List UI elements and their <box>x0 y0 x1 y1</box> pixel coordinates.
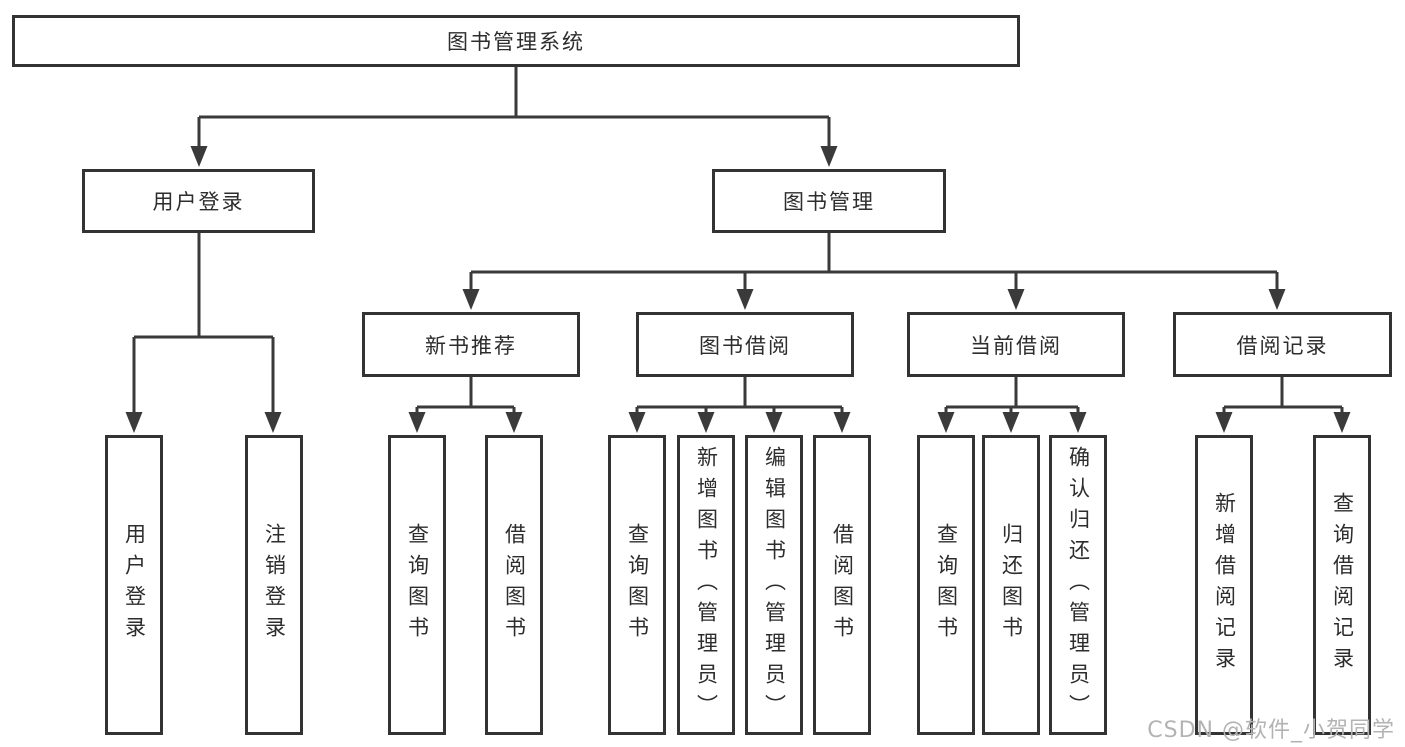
leaf-confirm-return-admin: 确认归还（管理员） <box>1049 435 1107 735</box>
node-label: 编辑图书（管理员） <box>762 445 787 725</box>
leaf-user-login: 用户登录 <box>105 435 163 735</box>
node-new-book-recommendation: 新书推荐 <box>362 312 580 377</box>
arrowhead <box>937 412 955 433</box>
node-book-borrowing: 图书借阅 <box>636 312 854 377</box>
arrowhead <box>697 412 715 433</box>
node-library-management-system: 图书管理系统 <box>12 15 1020 67</box>
arrowhead <box>1069 412 1087 433</box>
leaf-borrowing-borrow-book: 借阅图书 <box>813 435 871 735</box>
node-current-borrowing: 当前借阅 <box>907 312 1125 377</box>
leaf-return-book: 归还图书 <box>982 435 1040 735</box>
arrowhead <box>1268 289 1286 310</box>
arrowhead <box>264 412 282 433</box>
node-label: 查询借阅记录 <box>1330 492 1355 678</box>
node-label: 新书推荐 <box>425 333 517 358</box>
arrowhead <box>765 412 783 433</box>
arrowhead <box>125 412 143 433</box>
leaf-current-query-book: 查询图书 <box>917 435 975 735</box>
leaf-recommend-query-book: 查询图书 <box>388 435 446 735</box>
arrowhead <box>820 146 838 167</box>
connector-borrowing-records <box>1222 377 1344 416</box>
node-label: 确认归还（管理员） <box>1066 445 1091 725</box>
leaf-query-borrow-record: 查询借阅记录 <box>1313 435 1371 735</box>
node-label: 图书管理系统 <box>447 30 585 54</box>
arrowhead <box>628 412 646 433</box>
connector-current-borrowing <box>944 377 1080 416</box>
arrowhead <box>736 289 754 310</box>
connector-book-borrowing <box>635 377 844 416</box>
node-label: 当前借阅 <box>970 333 1062 358</box>
node-book-management: 图书管理 <box>712 169 946 233</box>
arrowhead <box>1215 412 1233 433</box>
node-borrowing-records: 借阅记录 <box>1173 312 1392 377</box>
node-label: 注销登录 <box>262 523 287 647</box>
node-label: 图书管理 <box>783 190 875 214</box>
leaf-logout-login: 注销登录 <box>245 435 303 735</box>
node-label: 借阅图书 <box>502 523 527 647</box>
node-label: 查询图书 <box>934 523 959 647</box>
arrowhead <box>833 412 851 433</box>
node-label: 用户登录 <box>152 190 245 214</box>
csdn-watermark: CSDN @软件_小贺同学 <box>1147 718 1395 743</box>
leaf-recommend-borrow-book: 借阅图书 <box>485 435 543 735</box>
connector-user-login <box>132 233 275 416</box>
node-label: 借阅图书 <box>830 523 855 647</box>
arrowhead <box>408 412 426 433</box>
leaf-edit-book-admin: 编辑图书（管理员） <box>745 435 803 735</box>
node-label: 借阅记录 <box>1236 333 1329 358</box>
connector-root <box>197 67 831 150</box>
node-label: 查询图书 <box>625 523 650 647</box>
node-label: 新增图书（管理员） <box>694 445 719 725</box>
node-label: 图书借阅 <box>699 333 791 358</box>
node-label: 查询图书 <box>405 523 430 647</box>
arrowhead <box>1007 289 1025 310</box>
leaf-add-book-admin: 新增图书（管理员） <box>677 435 735 735</box>
leaf-add-borrow-record: 新增借阅记录 <box>1195 435 1253 735</box>
arrowhead <box>462 289 480 310</box>
connector-new-book-recommendation <box>415 377 516 416</box>
node-label: 归还图书 <box>999 523 1024 647</box>
node-label: 用户登录 <box>122 523 147 647</box>
arrowhead <box>505 412 523 433</box>
connector-book-management <box>469 233 1279 293</box>
arrowhead <box>1002 412 1020 433</box>
node-label: 新增借阅记录 <box>1212 492 1237 678</box>
node-user-login: 用户登录 <box>82 169 315 233</box>
arrowhead <box>190 146 208 167</box>
arrowhead <box>1333 412 1351 433</box>
leaf-borrowing-query-book: 查询图书 <box>608 435 666 735</box>
